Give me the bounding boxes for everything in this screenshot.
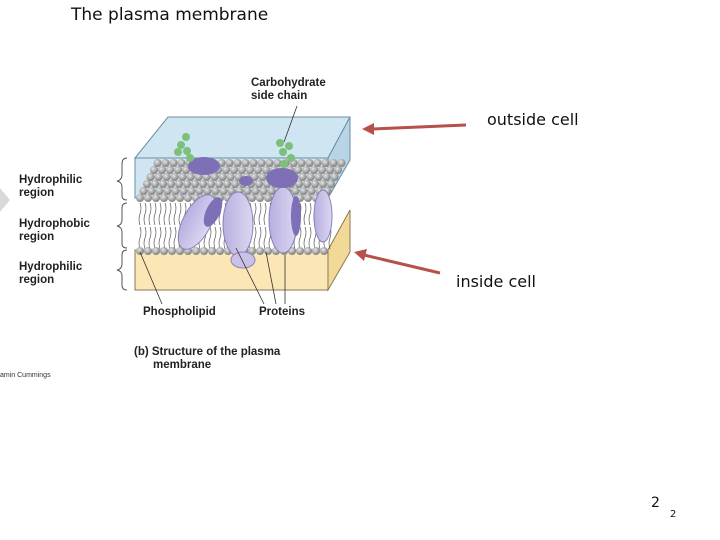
phospholipid-label: Phospholipid [143, 306, 216, 318]
carbohydrate-label: Carbohydrate side chain [251, 77, 326, 103]
hydrophobic-line2: region [19, 231, 55, 243]
hydrophilic-bottom-label: Hydrophilic region [19, 261, 82, 287]
figure-credit: amin Cummings [0, 372, 51, 379]
figure-caption-line2: membrane [153, 359, 212, 371]
region-braces [116, 157, 128, 291]
outside-cell-label: outside cell [487, 110, 579, 129]
inside-cell-label: inside cell [456, 272, 536, 291]
hydrophilic-top-line2: region [19, 187, 55, 199]
inside-cell-arrow [354, 249, 441, 275]
outside-cell-arrow [362, 123, 467, 135]
hydrophobic-line1: Hydrophobic [19, 218, 90, 230]
carbohydrate-chains [174, 133, 295, 168]
hydrophilic-top-label: Hydrophilic region [19, 174, 82, 200]
hydrophilic-top-line1: Hydrophilic [19, 174, 83, 186]
side-tab [0, 188, 10, 212]
integral-proteins [177, 157, 333, 269]
cytoplasm-front [134, 249, 329, 291]
extracellular-top [133, 116, 351, 159]
figure-caption: (b) Structure of the plasma membrane [134, 346, 280, 372]
slide-title: The plasma membrane [71, 5, 269, 25]
page-number-small: 2 [670, 509, 677, 520]
proteins-label: Proteins [259, 306, 306, 318]
hydrophilic-bottom-line2: region [19, 274, 55, 286]
page-number: 2 [651, 495, 660, 511]
leader-lines [139, 105, 298, 305]
figure-caption-line1: (b) Structure of the plasma [134, 346, 281, 358]
carbohydrate-label-line1: Carbohydrate [251, 77, 326, 89]
carbohydrate-label-line2: side chain [251, 90, 308, 102]
cytoplasm-side [327, 209, 351, 292]
hydrophobic-label: Hydrophobic region [19, 218, 90, 244]
hydrophilic-bottom-line1: Hydrophilic [19, 261, 83, 273]
